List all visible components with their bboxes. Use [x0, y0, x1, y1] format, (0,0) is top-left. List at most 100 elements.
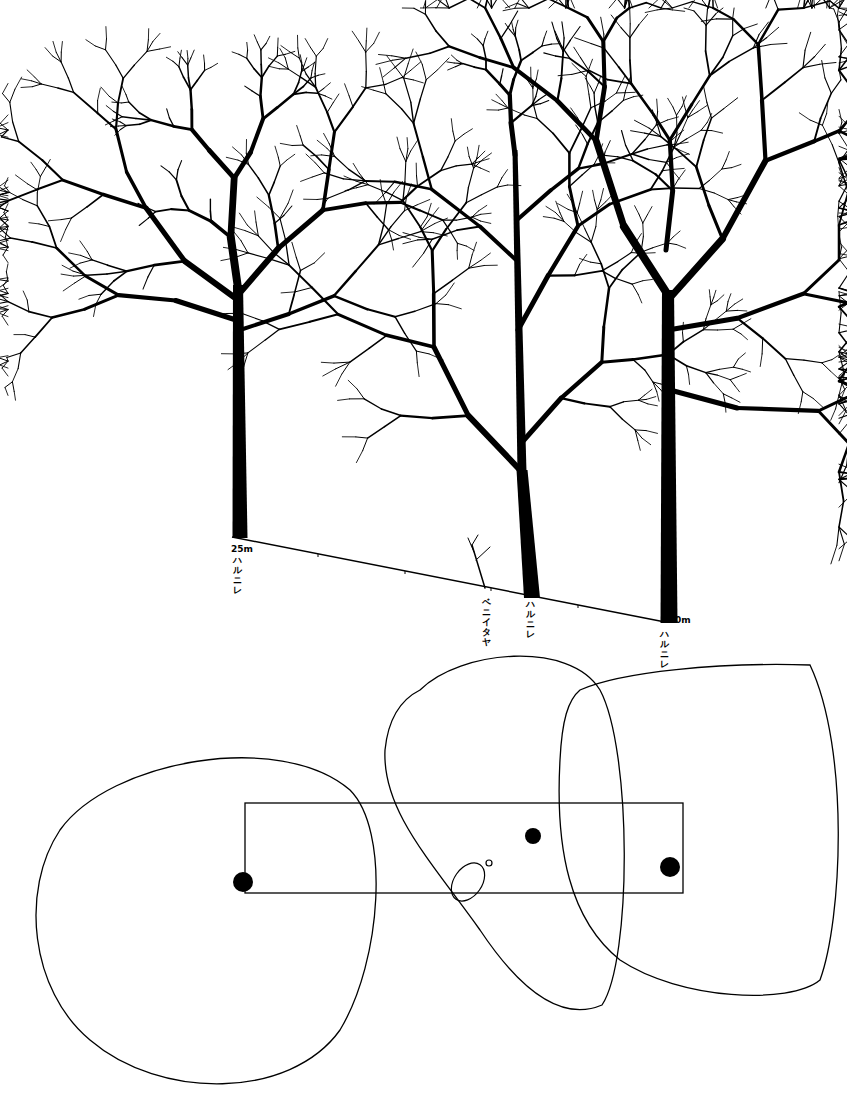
branch — [37, 177, 40, 193]
branch — [11, 238, 33, 242]
branch — [380, 68, 384, 82]
branch — [605, 141, 610, 152]
branch — [3, 94, 10, 103]
branch — [32, 84, 41, 87]
branch — [629, 38, 631, 61]
branch — [383, 82, 386, 94]
branch — [53, 41, 56, 52]
branch — [838, 201, 839, 216]
branch — [356, 451, 362, 463]
branch — [657, 8, 672, 10]
branch — [785, 359, 804, 360]
branch — [62, 265, 73, 271]
branch — [386, 94, 402, 109]
branch — [373, 90, 386, 94]
branch — [235, 353, 248, 354]
branch — [839, 288, 847, 292]
branch — [396, 68, 404, 78]
branch — [397, 137, 400, 149]
branch — [455, 64, 462, 67]
branch — [425, 14, 436, 31]
branch — [686, 366, 688, 375]
branch — [649, 160, 667, 163]
branch — [839, 369, 847, 376]
branch — [0, 241, 8, 247]
branch — [584, 403, 610, 406]
branch — [290, 52, 300, 58]
branch — [454, 62, 462, 64]
branch — [741, 334, 747, 340]
branch — [762, 83, 785, 101]
branch — [385, 182, 395, 193]
branch — [277, 38, 278, 47]
branch — [289, 265, 312, 287]
branch — [318, 74, 325, 75]
branch — [238, 248, 278, 295]
branch — [238, 353, 248, 362]
branch — [632, 149, 648, 154]
branch — [317, 198, 328, 199]
branch — [407, 138, 409, 149]
branch — [432, 230, 457, 239]
branch — [61, 218, 71, 220]
branch — [248, 253, 271, 259]
branch — [260, 96, 263, 119]
branch — [306, 74, 316, 87]
branch — [311, 154, 322, 156]
branch — [829, 8, 834, 10]
branch — [311, 70, 312, 78]
branch — [699, 189, 714, 194]
branch — [189, 78, 191, 90]
branch — [556, 56, 570, 58]
branch — [304, 199, 317, 200]
branch — [601, 264, 609, 289]
branch — [631, 131, 645, 133]
branch — [10, 89, 15, 102]
branch — [365, 41, 367, 52]
branch — [327, 112, 334, 132]
branch — [706, 51, 710, 76]
branch — [657, 392, 659, 401]
branch — [566, 0, 570, 8]
branch — [56, 52, 61, 62]
branch — [832, 355, 839, 360]
branch — [0, 302, 8, 305]
branch — [568, 8, 587, 17]
branch — [839, 212, 847, 216]
branch — [3, 255, 8, 263]
branch — [477, 39, 483, 46]
branch — [12, 382, 14, 392]
branch — [87, 274, 107, 275]
branch — [839, 216, 847, 224]
branch — [673, 107, 677, 115]
branch — [92, 260, 108, 265]
branch — [839, 527, 844, 544]
branch — [839, 292, 847, 295]
branch — [385, 416, 401, 427]
branch — [624, 400, 639, 402]
branch — [822, 125, 832, 145]
branch — [383, 205, 386, 226]
branch — [472, 242, 476, 255]
branch — [400, 149, 406, 162]
branch — [223, 247, 235, 249]
branch — [365, 52, 367, 71]
branch — [648, 404, 658, 406]
branch — [580, 58, 588, 71]
branch — [249, 165, 259, 178]
branch — [327, 148, 335, 156]
branch — [615, 278, 632, 284]
branch — [723, 161, 766, 239]
branch — [4, 213, 8, 221]
branch — [477, 0, 483, 8]
branch — [455, 134, 464, 141]
branch — [649, 128, 661, 137]
branch — [596, 87, 604, 141]
branch — [839, 30, 847, 51]
branch — [147, 49, 160, 51]
branch — [274, 253, 289, 265]
branch — [822, 61, 825, 78]
branch — [5, 382, 12, 388]
branch — [670, 104, 692, 140]
branch — [21, 337, 35, 353]
